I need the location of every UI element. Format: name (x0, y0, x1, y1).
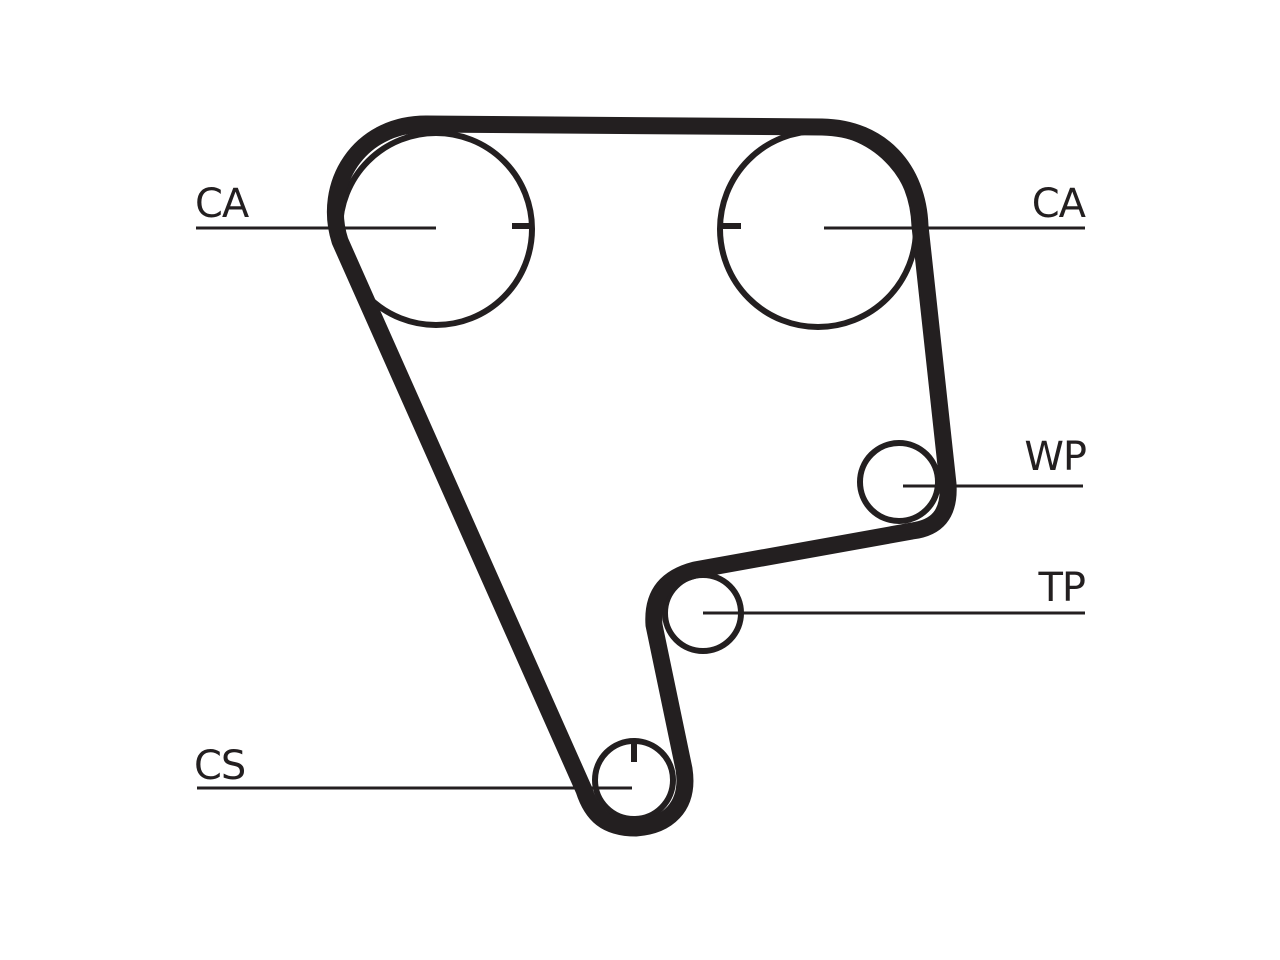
crankshaft-pulley (592, 738, 676, 822)
labels: CA CA WP TP CS (194, 181, 1088, 789)
label-tensioner: TP (1037, 565, 1085, 611)
timing-marks (512, 223, 741, 762)
label-camshaft-right: CA (1032, 181, 1087, 227)
water-pump-pulley (857, 440, 941, 524)
label-water-pump: WP (1024, 434, 1086, 480)
pulleys (337, 128, 941, 822)
timing-belt (327, 115, 957, 837)
leader-lines (196, 226, 1085, 790)
label-camshaft-left: CA (195, 181, 250, 227)
label-crankshaft: CS (194, 743, 245, 789)
